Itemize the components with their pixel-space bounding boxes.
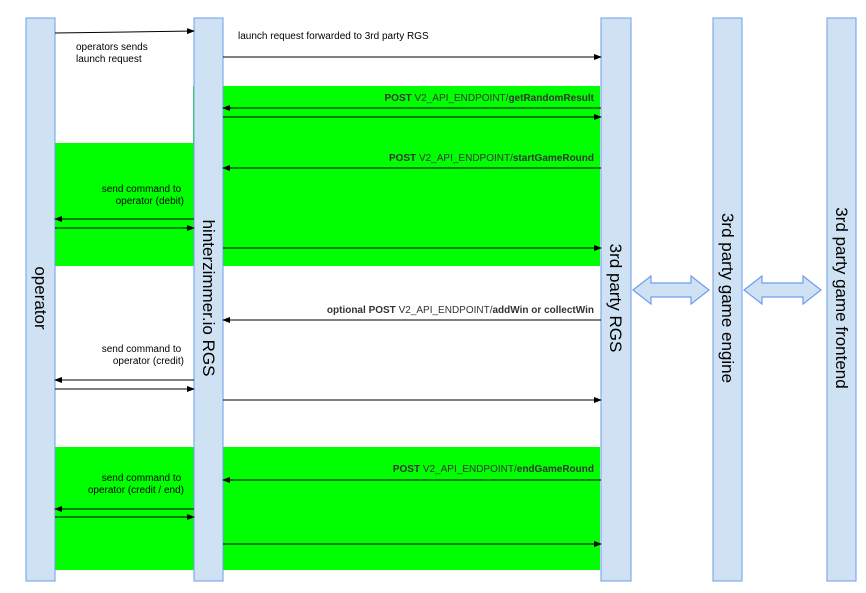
- arrows: [54, 28, 602, 547]
- highlight-debit: [55, 143, 600, 266]
- lifeline-label-engine: 3rd party game engine: [718, 213, 737, 383]
- lifelines: [25, 17, 857, 582]
- api-add-win: optional POST V2_API_ENDPOINT/addWin or …: [327, 305, 594, 316]
- lifeline-third-party-rgs: [600, 17, 632, 582]
- message-launch-request: operators sends launch request: [76, 42, 151, 65]
- arrow-launch-request: [54, 28, 195, 35]
- message-credit-end: send command to operator (credit / end): [88, 473, 184, 496]
- highlight-random-result: [193, 86, 600, 144]
- lifeline-engine: [712, 17, 743, 582]
- message-debit: send command to operator (debit): [102, 184, 184, 207]
- double-arrow-icon: [632, 274, 710, 306]
- lifeline-label-third-party-rgs: 3rd party RGS: [606, 244, 625, 353]
- lifeline-frontend: [826, 17, 857, 582]
- message-credit: send command to operator (credit): [102, 344, 184, 367]
- message-forwarded: launch request forwarded to 3rd party RG…: [238, 31, 429, 42]
- double-arrow-icon: [743, 274, 822, 306]
- lifeline-rgs: [193, 17, 224, 582]
- lifeline-label-frontend: 3rd party game frontend: [832, 207, 851, 388]
- api-end-game-round: POST V2_API_ENDPOINT/endGameRound: [393, 464, 594, 475]
- api-get-random-result: POST V2_API_ENDPOINT/getRandomResult: [385, 93, 595, 104]
- lifeline-label-operator: operator: [31, 266, 50, 330]
- api-start-game-round: POST V2_API_ENDPOINT/startGameRound: [389, 153, 594, 164]
- lifeline-operator: [25, 17, 56, 582]
- lifeline-label-rgs: hinterzimmer.io RGS: [199, 220, 218, 377]
